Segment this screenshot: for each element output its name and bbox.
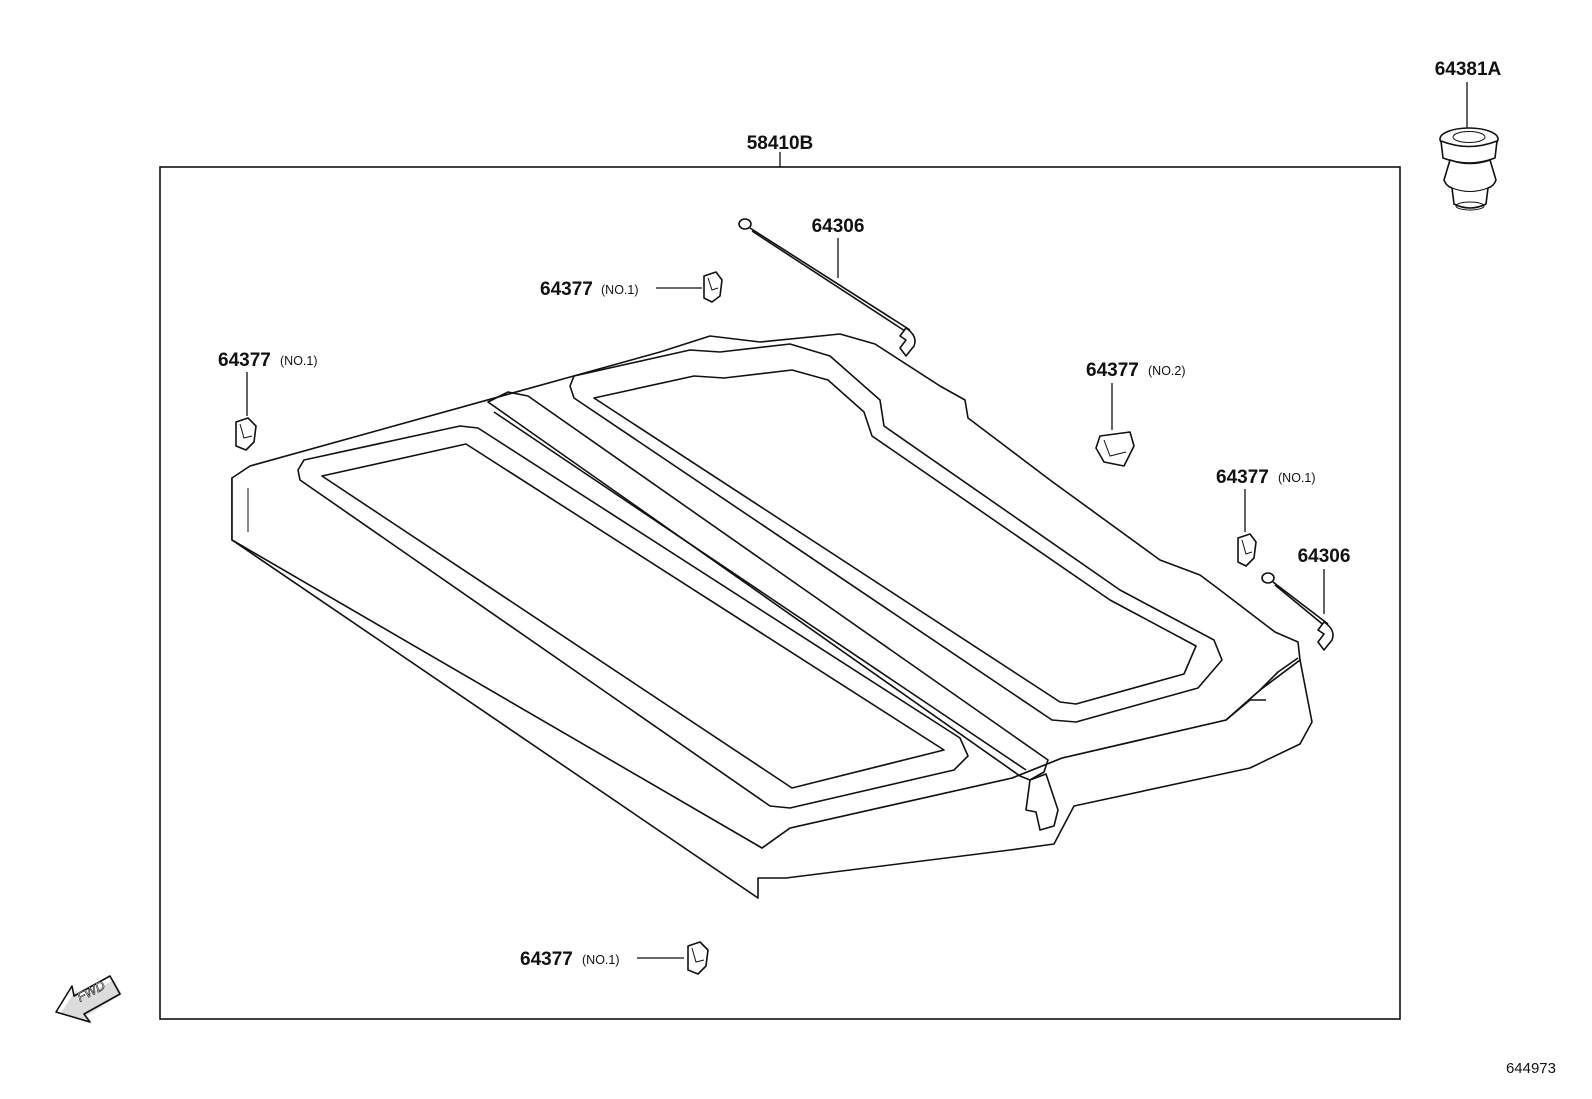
- clip-top-part-number: 64377: [540, 279, 593, 300]
- clip-bottom: 64377 (NO.1): [520, 941, 709, 975]
- rod-top-part-number: 64306: [812, 216, 865, 237]
- clip-top: 64377 (NO.1): [540, 271, 723, 303]
- grommet-part-number: 64381A: [1435, 59, 1502, 80]
- clip-bottom-part-number: 64377: [520, 949, 573, 970]
- support-rod-top: 64306: [738, 216, 916, 357]
- diagram-number: 644973: [1506, 1060, 1556, 1077]
- clip-no2-part-number: 64377: [1086, 360, 1139, 381]
- fwd-direction-arrow: FWD: [55, 975, 122, 1024]
- support-rod-right: 64306: [1261, 546, 1351, 651]
- clip-no2: 64377 (NO.2): [1086, 360, 1186, 467]
- clip-top-note: (NO.1): [601, 283, 639, 297]
- clip-left: 64377 (NO.1): [218, 350, 318, 451]
- clip-left-note: (NO.1): [280, 354, 318, 368]
- rod-right-part-number: 64306: [1298, 546, 1351, 567]
- grommet-part: 64381A: [1435, 59, 1502, 211]
- clip-right: 64377 (NO.1): [1216, 467, 1316, 567]
- clip-right-note: (NO.1): [1278, 471, 1316, 485]
- package-tray-panel: [231, 333, 1313, 899]
- clip-right-part-number: 64377: [1216, 467, 1269, 488]
- clip-left-part-number: 64377: [218, 350, 271, 371]
- frame-label: 58410B: [747, 133, 814, 154]
- clip-bottom-note: (NO.1): [582, 953, 620, 967]
- clip-no2-note: (NO.2): [1148, 364, 1186, 378]
